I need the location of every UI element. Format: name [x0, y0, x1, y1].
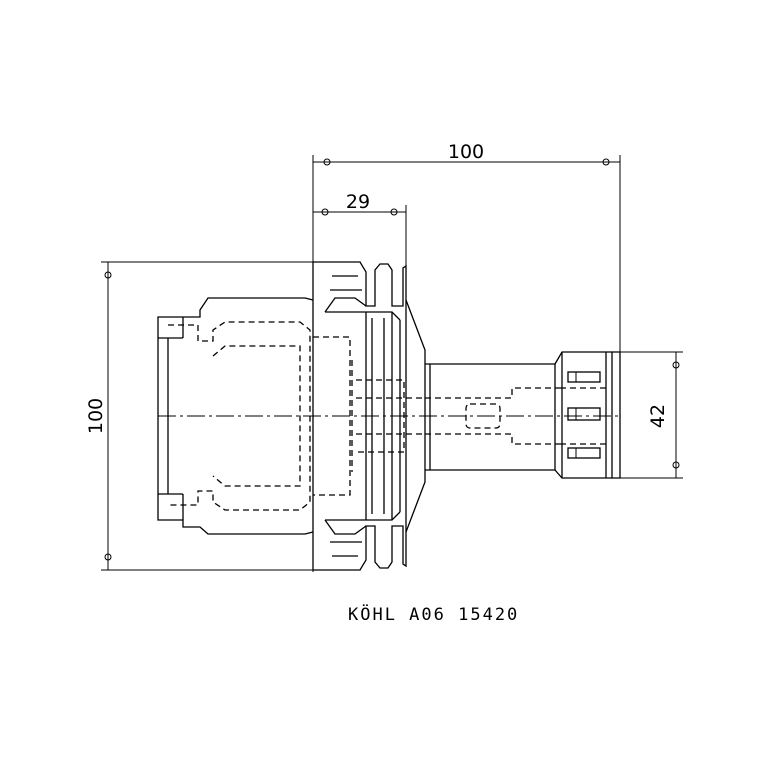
dimension-flange-width: 29	[313, 191, 407, 270]
dimension-overall-length-label: 100	[448, 141, 484, 163]
dimension-body-height: 100	[85, 261, 313, 571]
part-caption: KÖHL A06 15420	[348, 603, 519, 625]
dimension-shank-diameter-label: 42	[647, 404, 669, 428]
flange-collar	[312, 261, 426, 571]
dimension-flange-width-label: 29	[346, 191, 370, 213]
shank	[425, 363, 560, 471]
dimension-body-height-label: 100	[85, 398, 107, 434]
drive-end	[554, 351, 621, 479]
dimension-shank-diameter: 42	[620, 351, 683, 479]
housing-body	[157, 297, 353, 535]
